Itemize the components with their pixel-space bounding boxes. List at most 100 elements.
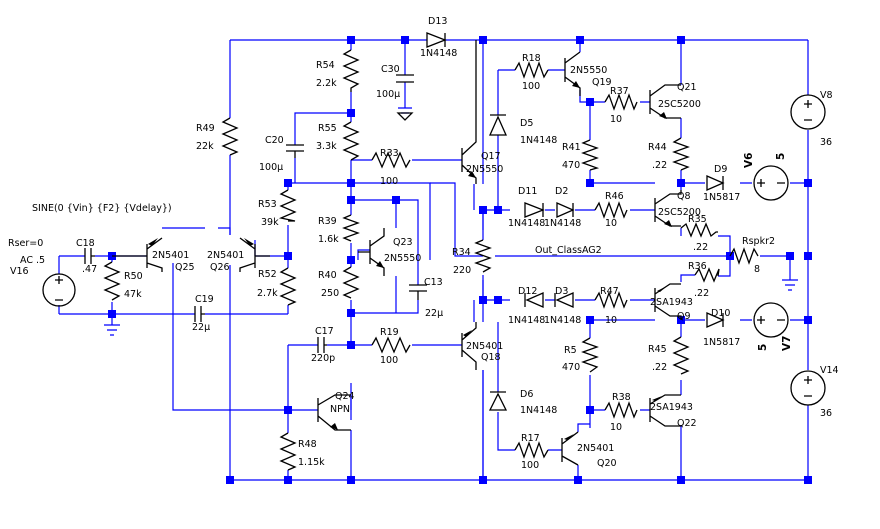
label-R18-val: 100 (522, 81, 540, 92)
label-D6-ref: D6 (520, 389, 533, 400)
label-Q26-val: 2N5401 (207, 250, 244, 261)
diode-D9 (706, 175, 725, 191)
label-D2-val: 1N4148 (544, 218, 581, 229)
label-Q25-ref: Q25 (175, 262, 195, 273)
source-V7 (753, 302, 789, 338)
label-V7-ref: V7 (781, 336, 793, 351)
source-V16 (42, 273, 76, 307)
label-R40-val: 250 (321, 288, 339, 299)
label-R34-ref: R34 (452, 247, 471, 258)
diode-D2 (556, 202, 575, 218)
label-Q8-val: 2SC5200 (658, 207, 701, 218)
label-C18-ref: C18 (76, 238, 95, 249)
transistor-Q19 (564, 51, 581, 96)
source-V14 (790, 370, 826, 406)
resistor-R53 (278, 189, 297, 222)
label-D3-ref: D3 (555, 286, 568, 297)
label-C18-val: .47 (82, 264, 97, 275)
label-rser: Rser=0 (8, 238, 43, 249)
label-D13-val: 1N4148 (420, 48, 457, 59)
sources (42, 94, 826, 406)
label-D9-val: 1N5817 (703, 192, 740, 203)
resistor-R54 (342, 49, 360, 92)
label-R39-ref: R39 (318, 216, 337, 227)
label-R47-val: 10 (605, 315, 617, 326)
diode-D11 (524, 202, 545, 218)
label-R49-val: 22k (196, 141, 214, 152)
label-R48-val: 1.15k (298, 457, 325, 468)
label-V6-ref: V6 (743, 153, 755, 168)
label-D6-val: 1N4148 (520, 405, 557, 416)
label-Q20-val: 2N5401 (577, 443, 614, 454)
diode-D10 (706, 312, 725, 328)
label-Q8-ref: Q8 (677, 191, 691, 202)
label-R50-val: 47k (124, 289, 142, 300)
label-V6-val: 5 (775, 153, 787, 160)
label-R45-ref: R45 (648, 344, 667, 355)
label-R55-val: 3.3k (316, 141, 337, 152)
transistor-Q20 (561, 431, 579, 466)
diode-D12 (524, 292, 544, 308)
label-R52-ref: R52 (258, 269, 277, 280)
label-R55-ref: R55 (318, 123, 337, 134)
label-Q21-val: 2SC5200 (658, 99, 701, 110)
label-C19-val: 22µ (192, 322, 210, 333)
label-R17-ref: R17 (521, 433, 540, 444)
label-R54-ref: R54 (316, 60, 335, 71)
label-R5-ref: R5 (564, 345, 577, 356)
resistor-R38 (604, 401, 638, 419)
source-V6 (753, 165, 789, 201)
label-R52-val: 2.7k (257, 288, 278, 299)
label-C20-ref: C20 (265, 135, 284, 146)
label-R38-val: 10 (610, 422, 622, 433)
label-V8-ref: V8 (820, 90, 833, 101)
label-Q18-val: 2N5401 (466, 341, 503, 352)
label-D10-val: 1N5817 (703, 337, 740, 348)
label-C30-val: 100µ (376, 89, 400, 100)
capacitor-C18 (84, 248, 95, 264)
transistor-Q18 (461, 322, 477, 370)
label-D10-ref: D10 (711, 308, 730, 319)
label-R53-val: 39k (261, 217, 279, 228)
resistor-R40 (342, 266, 360, 299)
capacitor-C30 (396, 74, 414, 83)
junction-dots (108, 36, 812, 484)
label-R50-ref: R50 (124, 271, 143, 282)
label-R47-ref: R47 (600, 286, 619, 297)
label-C30-ref: C30 (381, 64, 400, 75)
label-out-net: Out_ClassAG2 (535, 245, 602, 256)
label-Q17-val: 2N5550 (466, 164, 503, 175)
label-R33-ref: R33 (380, 148, 399, 159)
label-R53-ref: R53 (258, 199, 277, 210)
label-C20-val: 100µ (259, 162, 283, 173)
label-Q25-val: 2N5401 (152, 250, 189, 261)
label-Q20-ref: Q20 (597, 458, 617, 469)
label-R19-ref: R19 (380, 327, 399, 338)
label-R39-val: 1.6k (318, 234, 339, 245)
capacitor-C13 (409, 284, 427, 300)
transistor-Q21 (649, 84, 681, 119)
diode-D13 (426, 32, 447, 48)
label-Q26-ref: Q26 (210, 262, 230, 273)
label-R33-val: 100 (380, 176, 398, 187)
label-R44-val: .22 (652, 160, 667, 171)
resistor-R37 (604, 93, 638, 111)
label-R41-val: 470 (562, 160, 580, 171)
capacitor-C19 (194, 306, 205, 322)
label-V8-val: 36 (820, 137, 832, 148)
label-Q23-ref: Q23 (393, 237, 413, 248)
resistor-R34 (474, 239, 492, 273)
label-D12-ref: D12 (518, 286, 537, 297)
label-Q9-ref: Q9 (677, 311, 691, 322)
resistor-Rspkr2 (729, 247, 759, 265)
resistor-R49 (221, 117, 239, 156)
label-D2-ref: D2 (555, 186, 568, 197)
transistor-Q25 (112, 237, 163, 272)
resistor-R41 (581, 139, 600, 171)
diodes (426, 32, 725, 411)
label-V16-ref: V16 (10, 266, 29, 277)
transistor-Q17 (461, 40, 477, 184)
source-V8 (790, 94, 826, 130)
label-R36-val: .22 (694, 288, 709, 299)
